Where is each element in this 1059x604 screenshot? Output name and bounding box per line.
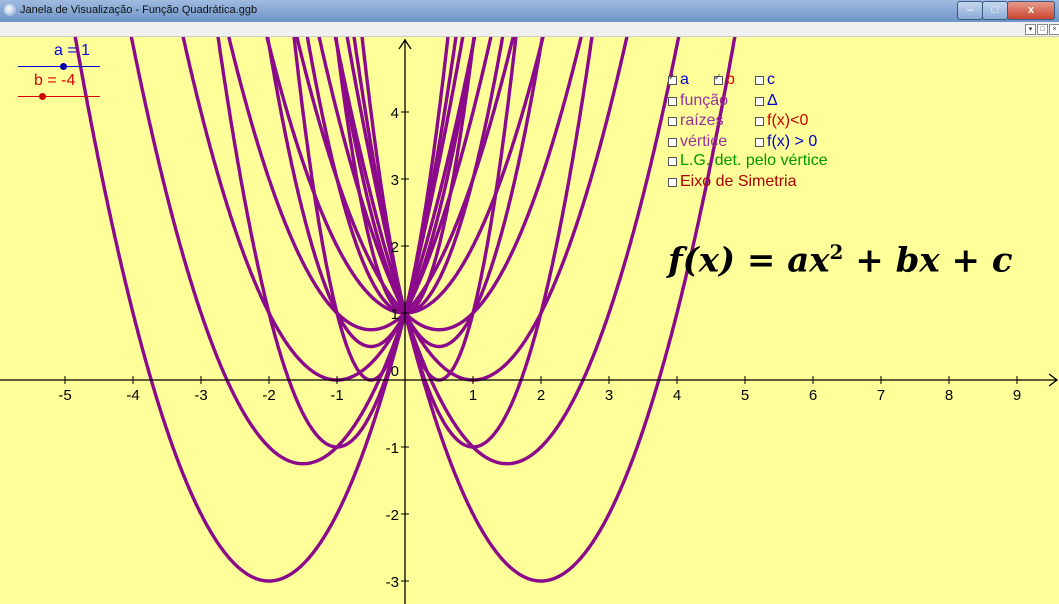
checkbox-fx-negative-label: f(x)<0	[767, 112, 809, 129]
x-tick-label: -5	[58, 387, 71, 404]
checkbox-fx-positive-box[interactable]	[755, 137, 764, 147]
checkbox-lg-vertice-box[interactable]	[668, 156, 677, 166]
checkbox-b[interactable]: b	[714, 71, 735, 89]
slider-b-label: b = -4	[34, 72, 76, 89]
checkbox-vertice-label: vértice	[680, 133, 728, 150]
checkbox-fx-positive-label: f(x) > 0	[767, 133, 818, 150]
x-tick-label: -1	[330, 387, 343, 404]
view-toolbar: ▾ □ ×	[0, 22, 1059, 37]
checkbox-eixo-simetria-label: Eixo de Simetria	[680, 173, 797, 190]
checkbox-lg-vertice-label: L.G. det. pelo vértice	[680, 152, 828, 169]
geogebra-app-icon	[4, 4, 16, 16]
close-button[interactable]: x	[1007, 1, 1055, 20]
x-tick-label: 1	[469, 387, 477, 404]
parabola-series-5[interactable]	[223, 37, 518, 332]
window-title: Janela de Visualização - Função Quadráti…	[20, 4, 258, 16]
checkbox-raizes-box[interactable]	[668, 116, 677, 126]
checkbox-raizes[interactable]: raízes	[668, 112, 724, 130]
y-tick-label: 2	[391, 239, 399, 256]
checkbox-vertice[interactable]: vértice	[668, 133, 727, 151]
axis-ticks: -5 -4 -3 -2 -1 1 2 3 4 5 6 7 8 9 -3 -2 -1 1 2 3 4 0	[58, 105, 1021, 591]
checkbox-vertice-box[interactable]	[668, 137, 677, 147]
checkbox-raizes-label: raízes	[680, 112, 724, 129]
checkbox-funcao[interactable]: função	[668, 92, 728, 110]
checkbox-eixo-simetria-box[interactable]	[668, 177, 677, 187]
checkbox-fx-positive[interactable]: f(x) > 0	[755, 133, 817, 151]
x-tick-label: -3	[194, 387, 207, 404]
y-axis-arrow	[398, 38, 412, 50]
quadratic-formula: f(x) = ax2 + bx + c	[668, 240, 1013, 280]
parabola-series-13[interactable]	[215, 37, 460, 449]
view-close-icon[interactable]: ×	[1049, 24, 1059, 35]
checkbox-a[interactable]: a	[668, 71, 689, 89]
y-tick-label: -2	[386, 507, 399, 524]
checkbox-c-label: c	[767, 71, 775, 88]
checkbox-a-box[interactable]	[668, 72, 677, 85]
coordinate-axes	[0, 38, 1059, 604]
y-tick-label: -1	[386, 440, 399, 457]
checkbox-b-box[interactable]	[714, 72, 723, 85]
view-undock-icon[interactable]: □	[1037, 24, 1048, 35]
checkbox-funcao-box[interactable]	[668, 96, 677, 106]
slider-a-track[interactable]	[18, 66, 100, 67]
x-tick-label: -4	[126, 387, 139, 404]
origin-label: 0	[391, 363, 399, 380]
x-tick-label: 7	[877, 387, 885, 404]
y-tick-label: 3	[391, 172, 399, 189]
checkbox-funcao-label: função	[680, 92, 729, 109]
checkbox-delta-label: Δ	[767, 92, 778, 109]
x-tick-label: 2	[537, 387, 545, 404]
parabola-series-12[interactable]	[264, 37, 479, 349]
parabola-series-9[interactable]	[351, 37, 596, 449]
slider-a-knob[interactable]	[60, 63, 67, 70]
parabola-series-10[interactable]	[332, 37, 547, 349]
slider-b-knob[interactable]	[39, 93, 46, 100]
checkbox-fx-negative[interactable]: f(x)<0	[755, 112, 808, 130]
slider-b[interactable]: b = -4	[18, 72, 100, 100]
x-tick-label: -2	[262, 387, 275, 404]
checkbox-delta[interactable]: Δ	[755, 92, 778, 110]
formula-lhs: f(x) = ax	[668, 240, 830, 281]
slider-a-label: a = 1	[54, 42, 91, 59]
formula-rhs: + bx + c	[843, 240, 1013, 281]
maximize-button[interactable]: □	[982, 1, 1008, 20]
graphics-view[interactable]: -5 -4 -3 -2 -1 1 2 3 4 5 6 7 8 9 -3 -2 -1 1 2 3 4 0	[0, 37, 1059, 604]
slider-b-track[interactable]	[18, 96, 100, 97]
checkbox-lg-vertice[interactable]: L.G. det. pelo vértice	[668, 152, 828, 170]
y-tick-label: -3	[386, 574, 399, 591]
x-tick-label: 8	[945, 387, 953, 404]
checkbox-delta-box[interactable]	[755, 96, 764, 106]
checkbox-fx-negative-box[interactable]	[755, 116, 764, 126]
slider-a[interactable]: a = 1	[18, 42, 100, 70]
checkbox-c[interactable]: c	[755, 71, 775, 89]
y-tick-label: 1	[391, 306, 399, 323]
checkbox-b-label: b	[726, 71, 735, 88]
checkbox-a-label: a	[680, 71, 689, 88]
parabola-series-3[interactable]	[291, 37, 586, 332]
x-tick-label: 9	[1013, 387, 1021, 404]
formula-exponent: 2	[829, 240, 844, 264]
minimize-button[interactable]: –	[957, 1, 983, 20]
x-tick-label: 6	[809, 387, 817, 404]
x-tick-label: 5	[741, 387, 749, 404]
title-bar: Janela de Visualização - Função Quadráti…	[0, 0, 1059, 22]
parabola-series-1[interactable]	[331, 37, 683, 466]
view-menu-icon[interactable]: ▾	[1025, 24, 1036, 35]
x-tick-label: 3	[605, 387, 613, 404]
parabola-series-7[interactable]	[127, 37, 479, 466]
checkbox-c-box[interactable]	[755, 75, 764, 85]
x-axis-arrow	[1048, 373, 1059, 387]
y-tick-label: 4	[391, 105, 399, 122]
x-tick-label: 4	[673, 387, 681, 404]
checkbox-eixo-simetria[interactable]: Eixo de Simetria	[668, 173, 797, 191]
